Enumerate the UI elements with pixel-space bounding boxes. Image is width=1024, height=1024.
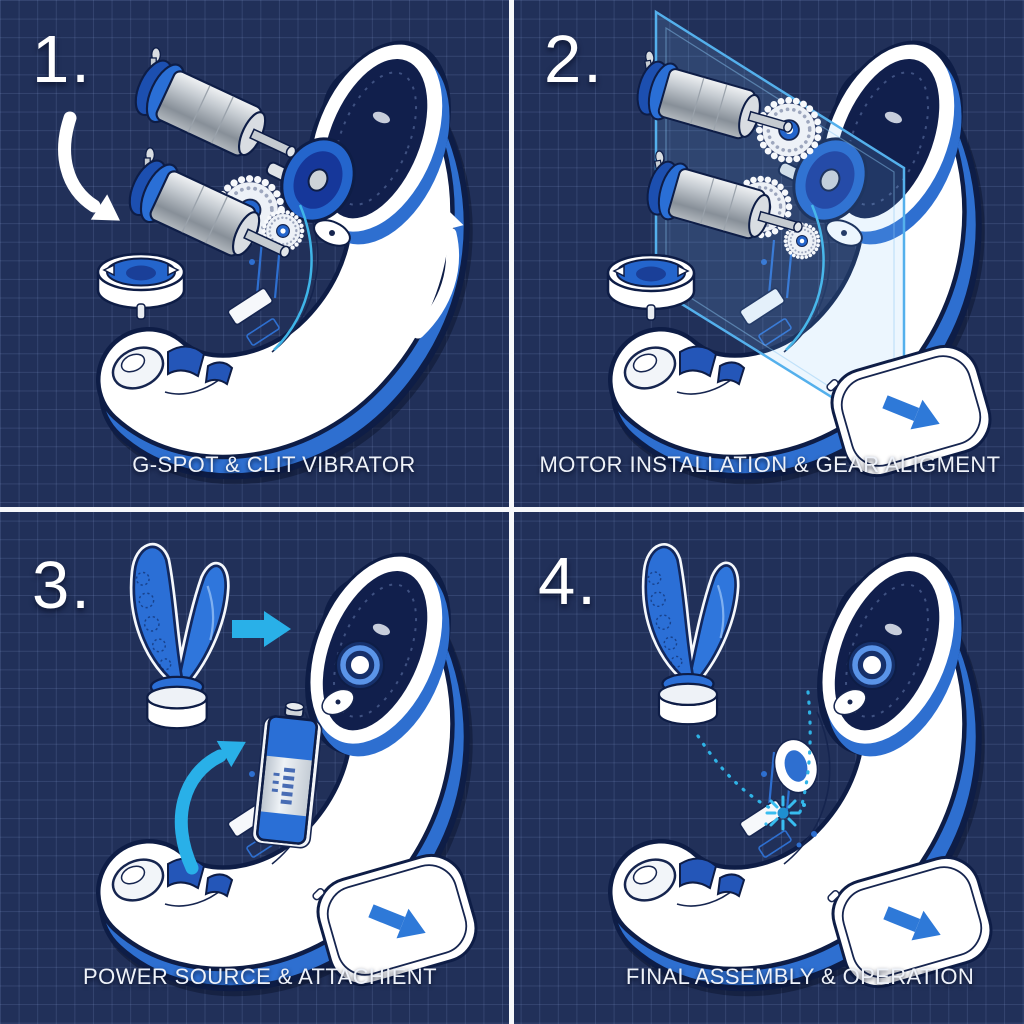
step2-illustration: [512, 0, 1024, 486]
curved-arrow-left-icon: [58, 111, 129, 234]
curved-arrow-right-icon: [411, 200, 464, 339]
step-number: 4.: [538, 544, 598, 619]
panel-step-2: 2. MOTOR INSTALLATION & GEAR ALIGMENT: [512, 0, 1024, 512]
insert-arrow-icon: [232, 611, 291, 647]
step3-illustration: [0, 512, 512, 1024]
step-number: 1.: [32, 22, 92, 97]
panel-step-4: 4. FINAL ASSEMBLY & OPERATION: [512, 512, 1024, 1024]
panel-step-1: 1. G-SPOT & CLIT VIBRATOR: [0, 0, 512, 512]
dual-prong-attachment: [134, 547, 226, 728]
indicator-dot: [811, 831, 817, 837]
panel-divider-vertical: [509, 0, 514, 1024]
step-caption: MOTOR INSTALLATION & GEAR ALIGMENT: [539, 452, 1001, 477]
step-caption: G-SPOT & CLIT VIBRATOR: [132, 452, 416, 477]
dashed-connection-path: [696, 690, 812, 814]
cap-disc: [606, 253, 696, 322]
step1-illustration: [0, 0, 512, 512]
step-number: 2.: [544, 22, 604, 97]
step4-illustration: [512, 512, 1024, 1024]
mode-button: [773, 738, 819, 794]
indicator-dot: [796, 842, 802, 848]
step-number: 3.: [32, 548, 92, 623]
step-caption: POWER SOURCE & ATTACHIENT: [83, 964, 437, 989]
dual-prong-attachment: [646, 547, 736, 724]
panel-divider-horizontal: [0, 507, 1024, 512]
step-caption: FINAL ASSEMBLY & OPERATION: [625, 964, 975, 989]
cap-disc: [96, 252, 186, 321]
cyan-curved-arrow-icon: [174, 728, 254, 875]
panel-step-3: 3. POWER SOURCE & ATTACHIENT: [0, 512, 512, 1024]
vibration-sparkle-icon: [762, 795, 808, 831]
